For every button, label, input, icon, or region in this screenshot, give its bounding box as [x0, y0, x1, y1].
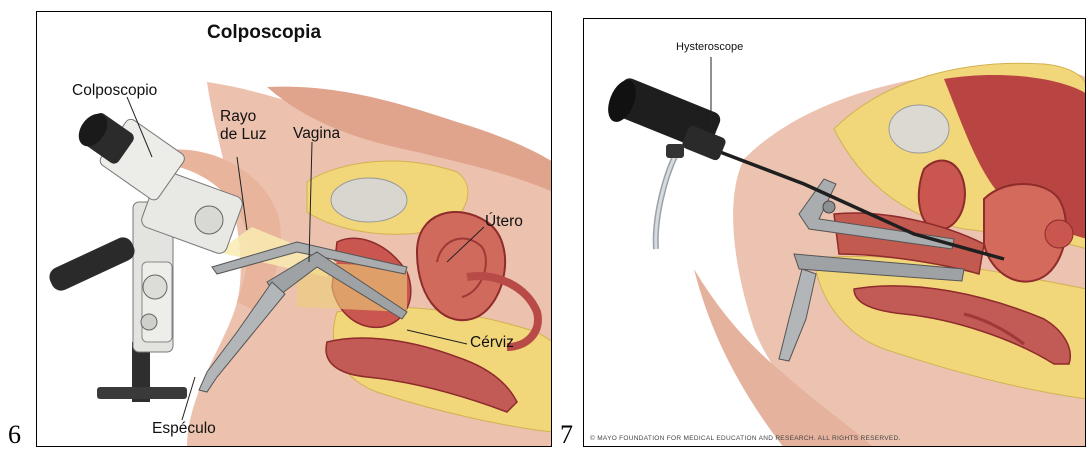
label-vagina: Vagina — [293, 125, 340, 143]
label-uterus: Útero — [485, 213, 523, 231]
hysteroscopy-illustration-panel: Hysteroscope © MAYO FOUNDATION FOR MEDIC… — [583, 18, 1086, 447]
label-light-ray: Rayo de Luz — [220, 108, 267, 144]
hysteroscopy-illustration — [584, 19, 1086, 447]
figure-title: Colposcopia — [207, 22, 321, 44]
colposcopy-illustration — [37, 12, 552, 447]
figure-number-6: 6 — [8, 420, 21, 450]
label-speculum: Espéculo — [152, 420, 216, 438]
colposcopy-illustration-panel: Colposcopia Colposcopio Rayo de Luz Vagi… — [36, 11, 552, 447]
label-colposcope: Colposcopio — [72, 82, 157, 100]
copyright-notice: © MAYO FOUNDATION FOR MEDICAL EDUCATION … — [590, 435, 901, 442]
label-cervix: Cérviz — [470, 334, 514, 352]
label-hysteroscope: Hysteroscope — [676, 41, 743, 53]
figure-number-7: 7 — [560, 420, 573, 450]
